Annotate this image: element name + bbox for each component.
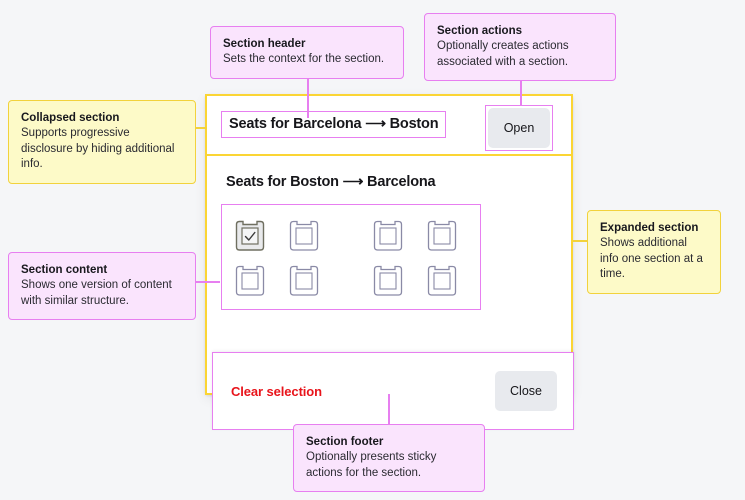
- connector-section-footer: [388, 394, 390, 425]
- callout-collapsed-section-body: Supports progressive disclosure by hidin…: [21, 127, 175, 170]
- callout-section-content-title: Section content: [21, 264, 108, 276]
- seat-row: [232, 213, 470, 258]
- collapsed-section-actions: Open: [485, 105, 553, 151]
- callout-section-header-body: Sets the context for the section.: [223, 53, 385, 65]
- seat-icon: [373, 220, 403, 251]
- clear-selection-button[interactable]: Clear selection: [231, 383, 322, 399]
- seat-1C[interactable]: [370, 217, 406, 255]
- seat-1A[interactable]: [232, 217, 268, 255]
- callout-section-footer-title: Section footer: [306, 436, 384, 448]
- callout-section-footer: Section footer Optionally presents stick…: [293, 424, 485, 492]
- seat-icon: [289, 265, 319, 296]
- seat-2B[interactable]: [286, 262, 322, 300]
- connector-expanded-section: [573, 240, 588, 242]
- seat-group-right: [370, 217, 460, 255]
- collapsed-section-title: Seats for Barcelona ⟶ Boston: [229, 116, 439, 132]
- connector-collapsed-section: [196, 127, 207, 129]
- section-content-seat-grid: [221, 204, 481, 310]
- seat-icon: [427, 265, 457, 296]
- callout-section-header-title: Section header: [223, 38, 306, 50]
- check-icon: [244, 231, 256, 241]
- callout-section-actions: Section actions Optionally creates actio…: [424, 13, 616, 81]
- seat-group-left: [232, 217, 322, 255]
- seat-group-right: [370, 262, 460, 300]
- seat-2D[interactable]: [424, 262, 460, 300]
- callout-section-header: Section header Sets the context for the …: [210, 26, 404, 79]
- callout-section-actions-body: Optionally creates actions associated wi…: [437, 40, 569, 68]
- callout-section-content: Section content Shows one version of con…: [8, 252, 196, 320]
- section-footer: Clear selection Close: [212, 352, 574, 430]
- seat-icon: [427, 220, 457, 251]
- close-button[interactable]: Close: [495, 371, 557, 411]
- connector-section-content: [196, 281, 220, 283]
- callout-expanded-section-body: Shows additional info one section at a t…: [600, 237, 703, 280]
- callout-section-actions-title: Section actions: [437, 25, 522, 37]
- callout-section-footer-body: Optionally presents sticky actions for t…: [306, 451, 437, 479]
- seat-icon: [373, 265, 403, 296]
- seat-2C[interactable]: [370, 262, 406, 300]
- seat-1B[interactable]: [286, 217, 322, 255]
- open-button[interactable]: Open: [488, 108, 550, 148]
- expanded-section-title: Seats for Boston ⟶ Barcelona: [226, 174, 436, 190]
- connector-section-actions: [520, 79, 522, 105]
- connector-section-header: [307, 76, 309, 118]
- seat-row: [232, 258, 470, 303]
- collapsed-section[interactable]: Seats for Barcelona ⟶ Boston Open: [205, 94, 573, 156]
- callout-collapsed-section: Collapsed section Supports progressive d…: [8, 100, 196, 184]
- callout-expanded-section: Expanded section Shows additional info o…: [587, 210, 721, 294]
- seat-icon: [235, 220, 265, 251]
- callout-expanded-section-title: Expanded section: [600, 222, 699, 234]
- seat-selection-card: Seats for Barcelona ⟶ Boston Open Seats …: [205, 94, 574, 430]
- seat-icon: [235, 265, 265, 296]
- seat-group-left: [232, 262, 322, 300]
- seat-1D[interactable]: [424, 217, 460, 255]
- callout-collapsed-section-title: Collapsed section: [21, 112, 120, 124]
- collapsed-section-header: Seats for Barcelona ⟶ Boston: [221, 111, 447, 138]
- seat-icon: [289, 220, 319, 251]
- seat-2A[interactable]: [232, 262, 268, 300]
- callout-section-content-body: Shows one version of content with simila…: [21, 279, 172, 307]
